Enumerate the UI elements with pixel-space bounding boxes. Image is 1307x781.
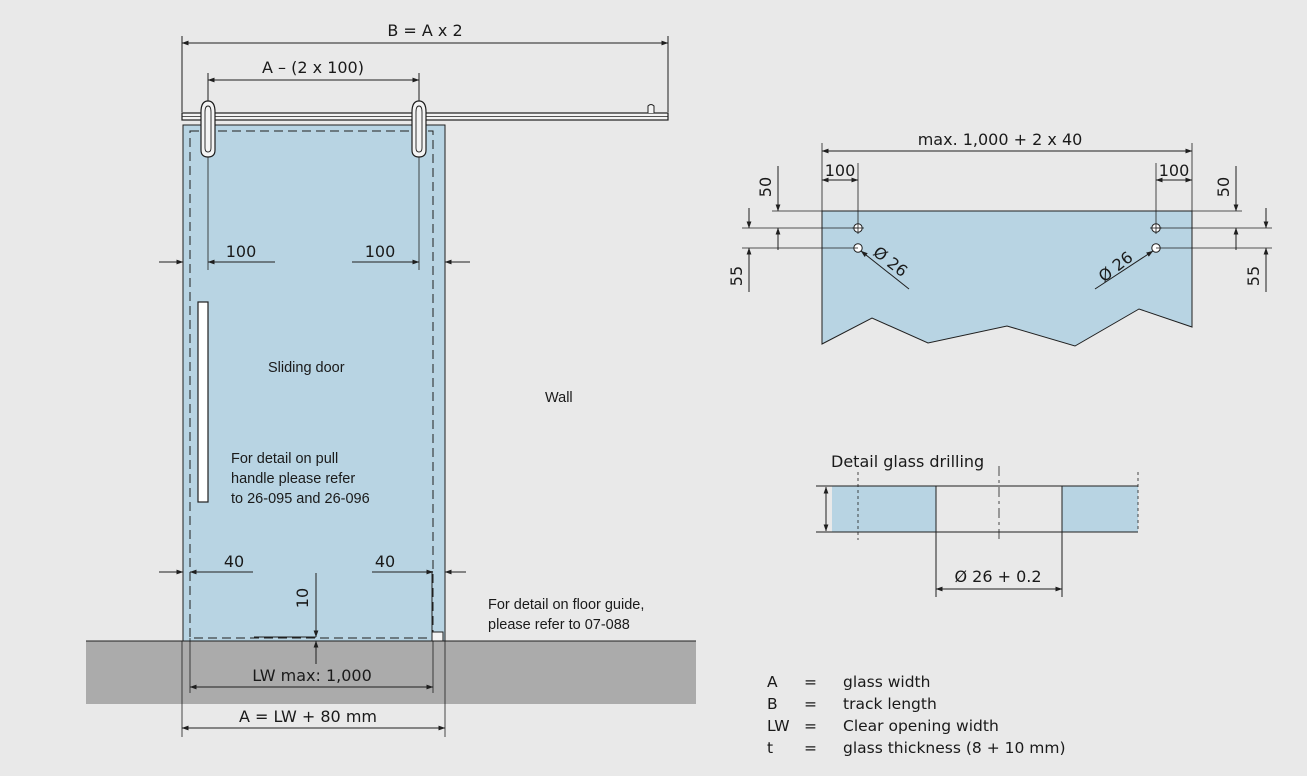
legend-key-a: A xyxy=(767,673,778,691)
dim-lw-max: LW max: 1,000 xyxy=(252,666,372,685)
drilling-section-title: Detail glass drilling xyxy=(831,452,984,471)
glass-section-right xyxy=(1062,486,1138,532)
dim-40-left: 40 xyxy=(224,552,244,571)
right-roller xyxy=(411,100,427,158)
left-roller xyxy=(200,100,216,158)
legend-key-b: B xyxy=(767,695,778,713)
glass-section-left xyxy=(832,486,936,532)
dim-50-right: 50 xyxy=(1214,177,1233,197)
legend-eq-t: = xyxy=(804,739,817,757)
label-wall: Wall xyxy=(545,390,573,406)
legend-key-lw: LW xyxy=(767,717,790,735)
legend: A = glass width B = track length LW = Cl… xyxy=(767,673,1066,757)
legend-desc-b: track length xyxy=(843,695,937,713)
note-pull-handle-1: For detail on pull xyxy=(231,451,338,467)
dim-40-right: 40 xyxy=(375,552,395,571)
legend-eq-a: = xyxy=(804,673,817,691)
dim-hole: Ø 26 + 0.2 xyxy=(954,567,1041,586)
glass-pane-detail xyxy=(821,210,1193,347)
dim-overall: max. 1,000 + 2 x 40 xyxy=(918,130,1083,149)
legend-eq-lw: = xyxy=(804,717,817,735)
dim-100-left: 100 xyxy=(226,242,257,261)
note-floor-guide-2: please refer to 07-088 xyxy=(488,617,630,633)
pull-handle xyxy=(197,301,209,503)
leader-diameter-right xyxy=(1094,250,1154,290)
track-end-stop xyxy=(647,104,655,113)
door-hidden-outline xyxy=(189,130,434,639)
dim-50-left: 50 xyxy=(756,177,775,197)
floor xyxy=(86,641,696,704)
legend-key-t: t xyxy=(767,739,773,757)
note-floor-guide-1: For detail on floor guide, xyxy=(488,597,644,613)
dim-edge-left: 100 xyxy=(825,161,856,180)
dim-track-length: B = A x 2 xyxy=(387,21,462,40)
door-elevation: B = A x 2 A – (2 x 100) 100 100 40 40 10… xyxy=(86,21,696,737)
dim-edge-right: 100 xyxy=(1159,161,1190,180)
dim-100-right: 100 xyxy=(365,242,396,261)
note-pull-handle-2: handle please refer xyxy=(231,471,355,487)
floor-guide xyxy=(431,631,444,642)
legend-desc-t: glass thickness (8 + 10 mm) xyxy=(843,739,1066,757)
legend-desc-a: glass width xyxy=(843,673,930,691)
leader-diameter-left xyxy=(860,250,910,290)
drilling-section: Detail glass drilling Ø 26 + 0.2 xyxy=(816,452,1139,597)
dim-55-left: 55 xyxy=(727,266,746,286)
dim-glass-width: A = LW + 80 mm xyxy=(239,707,377,726)
legend-desc-lw: Clear opening width xyxy=(843,717,999,735)
label-sliding-door: Sliding door xyxy=(268,360,345,376)
note-pull-handle-3: to 26-095 and 26-096 xyxy=(231,491,370,507)
dim-55-right: 55 xyxy=(1244,266,1263,286)
legend-eq-b: = xyxy=(804,695,817,713)
glass-door xyxy=(182,124,446,642)
dim-10: 10 xyxy=(293,588,312,608)
drilling-plan: max. 1,000 + 2 x 40 100 100 50 50 xyxy=(727,130,1272,347)
dim-roller-spacing: A – (2 x 100) xyxy=(262,58,364,77)
